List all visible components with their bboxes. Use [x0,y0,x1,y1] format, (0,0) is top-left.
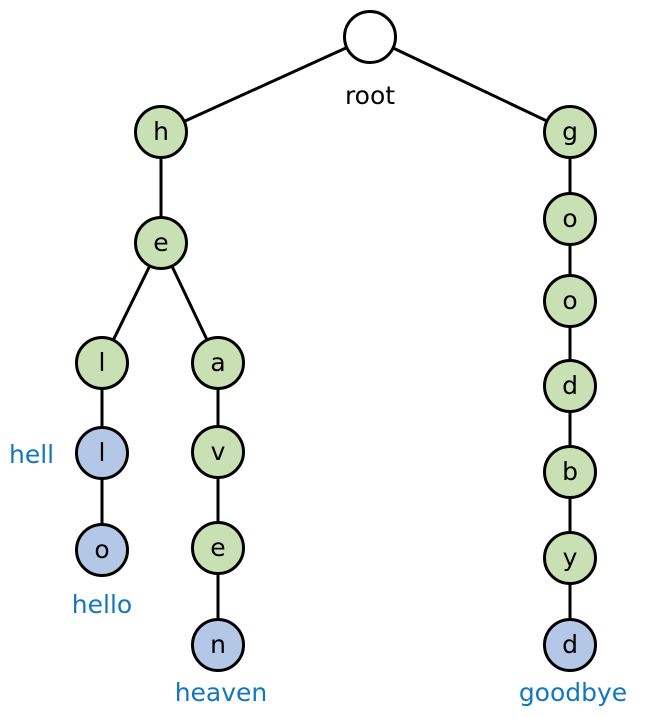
trie-node-letter: y [562,542,578,572]
trie-node-good[interactable]: d [543,359,597,413]
label-hell: hell [9,440,55,469]
trie-node-letter: e [210,532,226,562]
trie-node-go[interactable]: o [543,192,597,246]
trie-node-g[interactable]: g [543,105,597,159]
trie-node-goodbye[interactable]: d [543,618,597,672]
trie-node-letter: o [94,534,110,564]
trie-node-hea[interactable]: a [191,336,245,390]
trie-node-he[interactable]: e [134,216,188,270]
label-root: root [344,81,396,110]
trie-node-letter: o [562,203,578,233]
trie-edge [391,46,549,123]
trie-node-goo[interactable]: o [543,274,597,328]
label-heaven: heaven [174,678,268,707]
trie-node-goodby[interactable]: y [543,531,597,585]
trie-node-goodb[interactable]: b [543,445,597,499]
trie-node-letter: l [98,347,106,377]
trie-node-hell[interactable]: l [75,426,129,480]
trie-edge [170,264,209,342]
trie-node-letter: g [562,116,578,146]
trie-node-h[interactable]: h [134,105,188,159]
trie-node-heaven[interactable]: n [191,618,245,672]
trie-node-letter: l [98,437,106,467]
trie-node-letter: a [210,347,226,377]
trie-node-letter: o [562,285,578,315]
trie-node-letter: d [562,370,578,400]
trie-edge [111,263,152,343]
trie-node-letter: d [562,629,578,659]
trie-node-letter: b [562,456,578,486]
label-hello: hello [71,590,133,619]
trie-node-letter: v [210,436,226,466]
trie-edge [182,45,349,124]
label-goodbye: goodbye [518,678,628,707]
trie-node-letter: n [210,629,226,659]
trie-node-heave[interactable]: e [191,521,245,575]
trie-node-root[interactable] [343,10,397,64]
trie-node-letter: e [153,227,169,257]
trie-node-hello[interactable]: o [75,523,129,577]
trie-node-hel[interactable]: l [75,336,129,390]
trie-node-heav[interactable]: v [191,425,245,479]
trie-node-letter: h [153,116,169,146]
